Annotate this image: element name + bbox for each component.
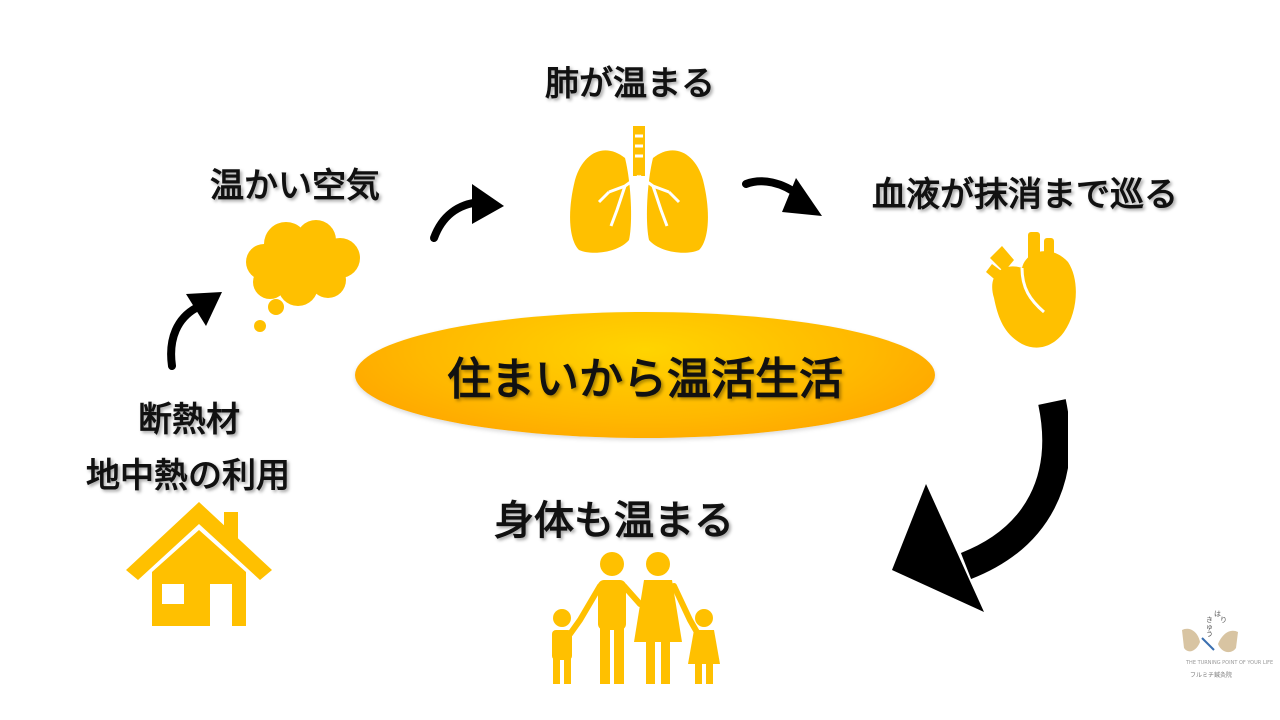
arrow-lungs-to-heart — [742, 177, 822, 216]
center-label: 住まいから温活生活 — [447, 354, 843, 405]
svg-text:り: り — [1220, 616, 1227, 624]
family-icon — [552, 552, 720, 684]
label-blood: 血液が抹消まで巡る — [872, 175, 1178, 215]
lungs-icon — [570, 126, 708, 253]
center-ellipse: 住まいから温活生活 — [355, 312, 935, 438]
clinic-logo-icon: は り き ゅ う — [1182, 610, 1238, 653]
svg-text:ゅ: ゅ — [1206, 623, 1213, 631]
label-house-line2: 地中熱の利用 — [86, 456, 290, 496]
arrow-heart-to-body — [892, 399, 1068, 612]
logo-tagline: THE TURNING POINT OF YOUR LIFE — [1186, 660, 1274, 666]
arrow-house-to-air — [167, 292, 222, 370]
house-icon — [126, 502, 272, 626]
svg-text:は: は — [1214, 610, 1221, 618]
logo-name: フルミチ鍼灸院 — [1190, 672, 1233, 679]
arrow-air-to-lungs — [430, 184, 504, 242]
label-lungs: 肺が温まる — [545, 64, 715, 104]
svg-text:う: う — [1206, 630, 1213, 638]
heart-icon — [986, 232, 1076, 348]
label-body: 身体も温まる — [494, 498, 734, 544]
svg-text:き: き — [1206, 616, 1213, 624]
cloud-icon — [246, 220, 360, 332]
label-air: 温かい空気 — [210, 166, 380, 206]
label-house-line1: 断熱材 — [138, 400, 240, 440]
